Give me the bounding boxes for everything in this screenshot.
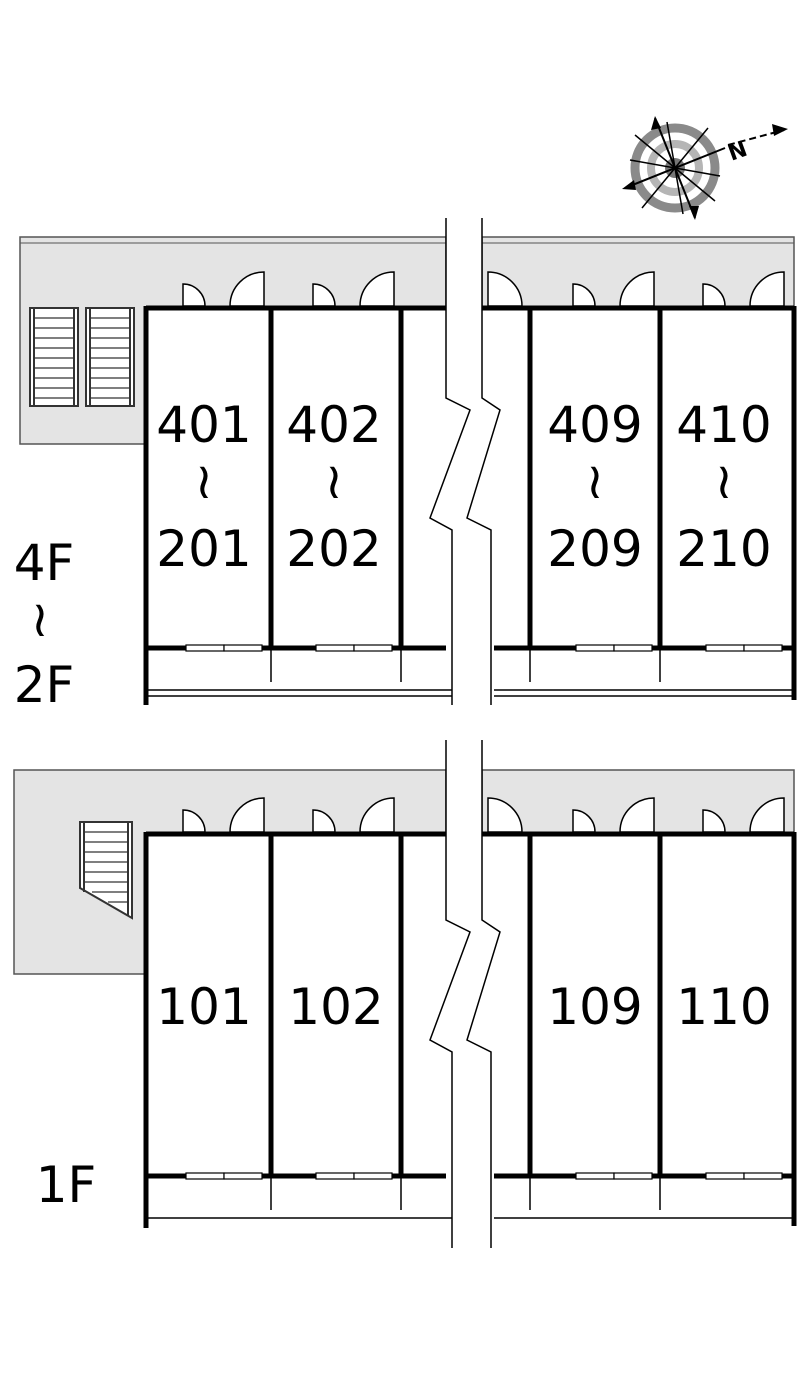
upper-doors — [182, 271, 785, 307]
unit-label-201: 201 — [156, 520, 251, 578]
floor-label-2f: 2F — [14, 656, 75, 714]
unit-label-210: 210 — [676, 520, 771, 578]
upper-staircase-icon — [29, 307, 135, 407]
unit-label-109: 109 — [547, 978, 642, 1036]
unit-range-mark: ≀ — [715, 452, 734, 510]
lower-staircase-icon — [79, 821, 133, 920]
floor-label-4f: 4F — [14, 534, 75, 592]
floor-label-1f: 1F — [36, 1156, 97, 1214]
upper-floor-plan: 401 ≀ 201 402 ≀ 202 409 ≀ 209 410 ≀ 210 … — [14, 218, 797, 714]
unit-label-202: 202 — [286, 520, 381, 578]
north-label: N — [725, 137, 751, 167]
unit-label-209: 209 — [547, 520, 642, 578]
unit-label-409: 409 — [547, 396, 642, 454]
unit-label-401: 401 — [156, 396, 251, 454]
lower-break-gap — [430, 740, 500, 1248]
upper-break-gap — [430, 218, 500, 705]
unit-range-mark: ≀ — [195, 452, 214, 510]
floor-range-mark: ≀ — [31, 590, 50, 648]
lower-floor-plan: 101 102 109 110 1F — [13, 740, 797, 1248]
unit-label-410: 410 — [676, 396, 771, 454]
unit-label-102: 102 — [288, 978, 383, 1036]
lower-doors — [182, 797, 785, 833]
unit-range-mark: ≀ — [325, 452, 344, 510]
unit-label-402: 402 — [286, 396, 381, 454]
unit-label-101: 101 — [156, 978, 251, 1036]
unit-label-110: 110 — [676, 978, 771, 1036]
compass-rose-icon: N — [622, 116, 788, 220]
unit-range-mark: ≀ — [586, 452, 605, 510]
